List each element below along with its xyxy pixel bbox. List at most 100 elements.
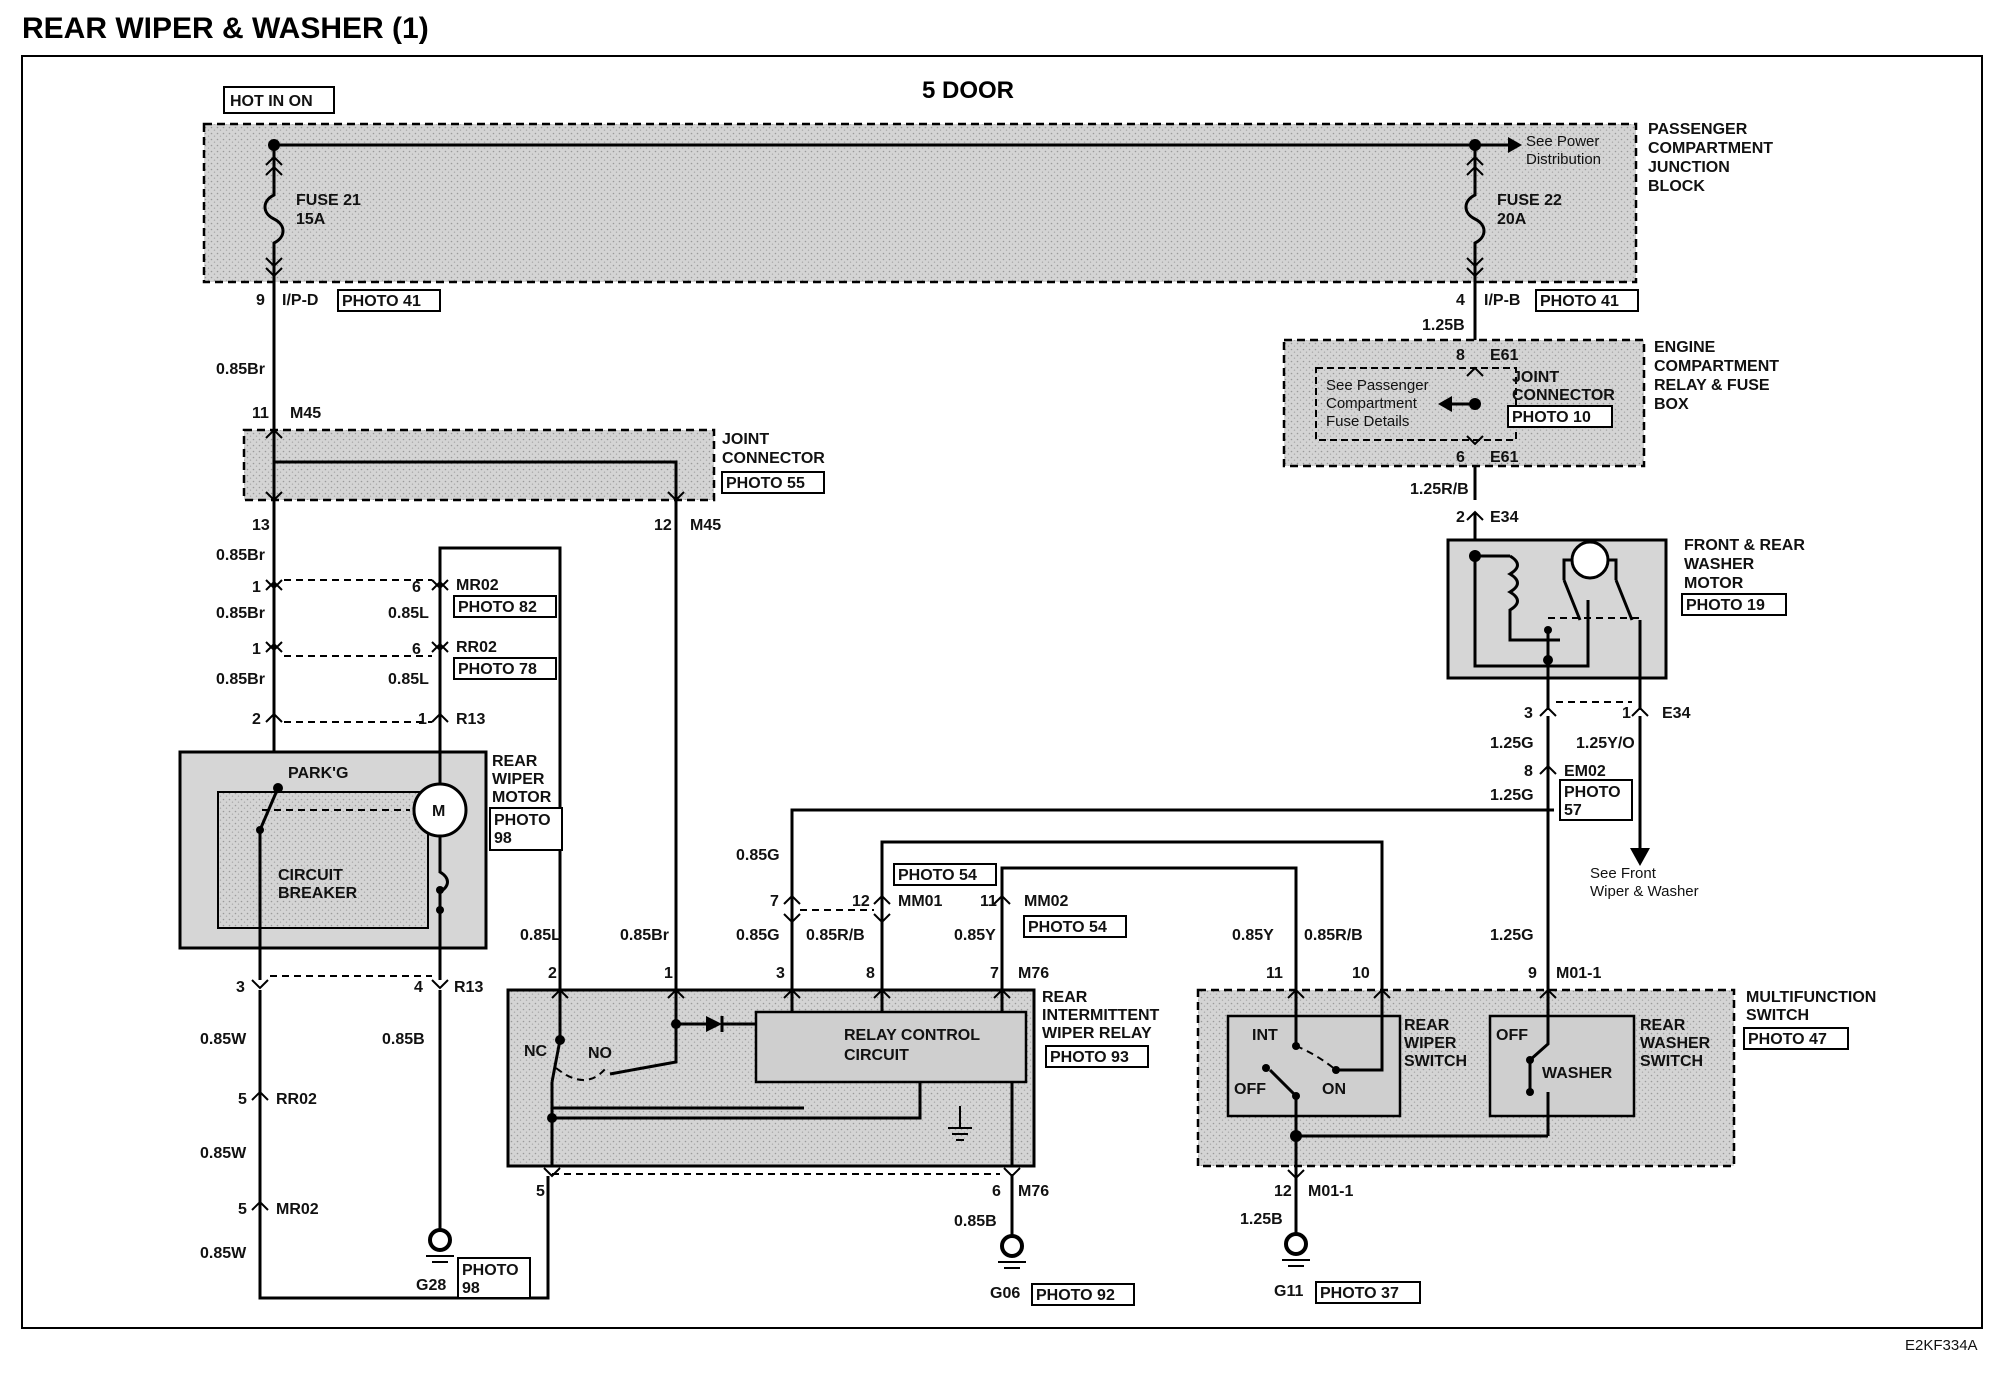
multifunction-switch-label: MULTIFUNCTION SWITCH [1746,989,1876,1024]
connector-e34: E34 [1490,509,1519,526]
wire-label: 0.85G [736,927,780,944]
svg-text:REAR: REAR [492,753,538,770]
svg-text:CONNECTOR: CONNECTOR [1512,387,1615,404]
diagram-title: REAR WIPER & WASHER (1) [22,12,429,45]
photo-ref: PHOTO 41 [342,293,421,310]
hot-label-box [223,86,335,114]
photo-ref-box [721,471,825,494]
connector-chevron-icon [431,712,449,723]
connector-r13: R13 [456,711,485,728]
svg-text:CIRCUIT: CIRCUIT [278,867,343,884]
wire-label: 0.85Br [216,605,265,622]
contact-dot [1292,1092,1300,1100]
parkg-label: PARK'G [288,765,348,782]
connector-chevron-icon [265,712,283,723]
connector-rr02: RR02 [456,639,497,656]
connector-chevron-icon [251,1200,269,1211]
photo-ref-box [1023,915,1127,938]
connector-rr02-b: RR02 [276,1091,317,1108]
connector-pin: 8 [1524,763,1533,780]
washer-label: WASHER [1542,1065,1613,1082]
joint-connector [242,428,716,502]
wire-label: 0.85Br [620,927,669,944]
svg-text:SWITCH: SWITCH [1404,1053,1467,1070]
photo-ref: PHOTO 10 [1512,409,1591,426]
variant-label: 5 DOOR [922,77,1014,104]
ground-icon [1284,1232,1308,1256]
connector-pin: 4 [414,979,423,996]
wire-label: 1.25R/B [1410,481,1469,498]
rear-wiper-switch-label: REAR WIPER SWITCH [1404,1017,1467,1070]
joint-connector-e61 [1315,367,1517,441]
connector-chevron-icon [1539,706,1649,717]
ground-g11: G11 [1274,1283,1303,1300]
wire-label: 1.25B [1422,317,1465,334]
connector-chevron-icon [251,1090,269,1101]
svg-text:See Power: See Power [1526,133,1599,150]
connector-chevron-icon [431,979,449,990]
fuse-22-label: FUSE 22 20A [1497,192,1562,228]
wire-label: 0.85W [200,1245,247,1262]
wire-label: 0.85B [382,1031,425,1048]
connector-mr02-b: MR02 [276,1201,319,1218]
wire [1294,990,1384,1072]
connector-ipd: I/P-D [282,292,318,309]
ground-g28: G28 [416,1277,446,1294]
svg-text:INTERMITTENT: INTERMITTENT [1042,1007,1160,1024]
washer-motor-label: FRONT & REAR WASHER MOTOR [1684,537,1805,592]
wire-label: 0.85B [954,1213,997,1230]
connector-chevron-icon [431,641,449,653]
wire [1000,866,1298,990]
relay-control-circuit-label: RELAY CONTROL CIRCUIT [844,1027,980,1064]
see-power-distribution: See Power Distribution [1526,133,1601,168]
wire [550,1082,922,1166]
svg-text:JOINT: JOINT [1512,369,1559,386]
svg-text:Distribution: Distribution [1526,151,1601,168]
wire [790,990,1004,1012]
photo-ref-box [1535,289,1639,312]
connector-m45: M45 [290,405,321,422]
svg-text:FUSE 21: FUSE 21 [296,192,361,209]
on-label: ON [1322,1081,1346,1098]
photo-ref: PHOTO 92 [1036,1287,1115,1304]
wire-label: 0.85G [736,847,780,864]
photo-ref-box [457,1257,531,1299]
svg-text:REAR: REAR [1042,989,1088,1006]
svg-text:WASHER: WASHER [1684,556,1755,573]
rear-wiper-motor-label: REAR WIPER MOTOR [492,753,552,806]
figure-code: E2KF334A [1905,1337,1978,1354]
svg-text:JOINT: JOINT [722,431,769,448]
circuit-breaker-area [217,791,429,929]
joint-connector-e61-label: JOINT CONNECTOR [1512,369,1615,404]
wire-label: 1.25G [1490,787,1534,804]
svg-text:FRONT & REAR: FRONT & REAR [1684,537,1805,554]
rear-washer-switch-label: REAR WASHER SWITCH [1640,1017,1711,1070]
connector-pin: 2 [252,711,261,728]
svg-text:FUSE 22: FUSE 22 [1497,192,1562,209]
fuse-21-icon [263,145,285,288]
svg-text:SWITCH: SWITCH [1640,1053,1703,1070]
connector-chevron-icon [993,894,1011,905]
svg-text:JUNCTION: JUNCTION [1648,159,1730,176]
svg-text:WASHER: WASHER [1640,1035,1711,1052]
fuse-21-label: FUSE 21 15A [296,192,361,228]
wire [609,990,706,1076]
washer-motor-internal [1473,554,1590,668]
connector-pin: 11 [1266,965,1283,982]
diode-icon [706,1016,722,1032]
svg-text:20A: 20A [1497,211,1527,228]
connector-chevron-icon [265,641,283,653]
connector-pin: 11 [980,893,997,910]
svg-text:REAR: REAR [1640,1017,1686,1034]
wire-label: 0.85Br [216,547,265,564]
connector-pin: 6 [992,1183,1001,1200]
connector-e61: E61 [1490,347,1519,364]
photo-ref: PHOTO 47 [1748,1031,1827,1048]
wire-label: 1.25B [1240,1211,1283,1228]
svg-text:Wiper & Washer: Wiper & Washer [1590,883,1699,900]
wire [1546,620,1642,710]
connector-chevron-icon [1539,764,1557,775]
svg-text:SWITCH: SWITCH [1746,1007,1809,1024]
motor-symbol: M [432,803,445,820]
connector-pin: 9 [256,292,265,309]
